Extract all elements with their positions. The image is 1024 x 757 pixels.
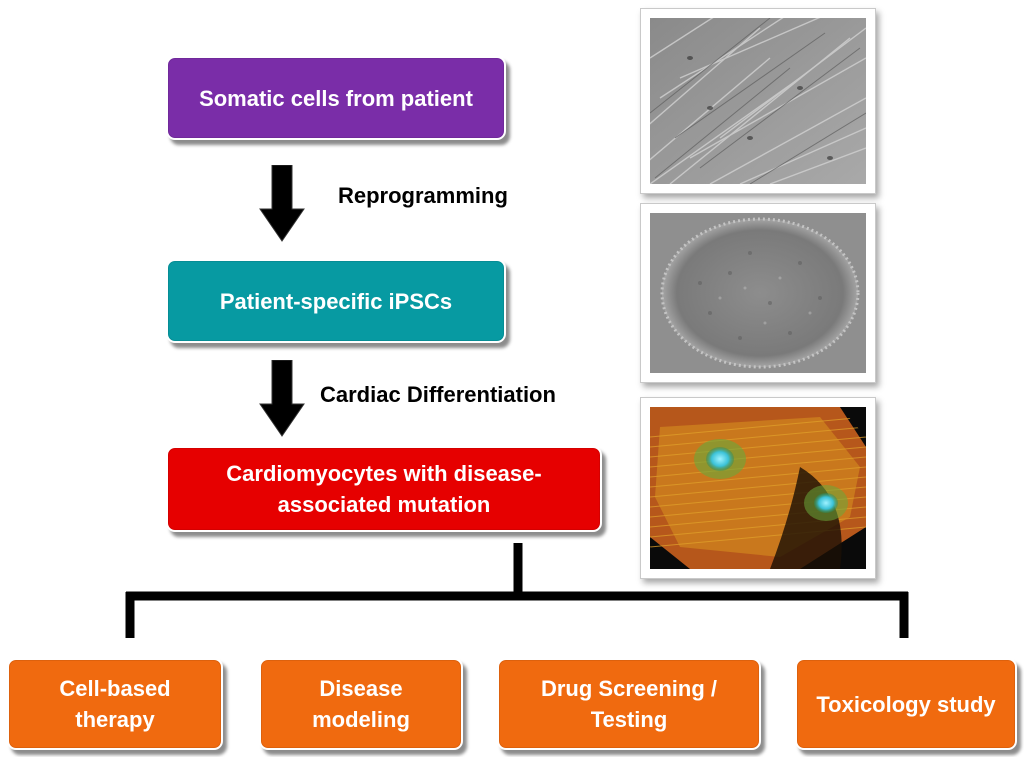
cardiomyocytes-box: Cardiomyocytes with disease- associated …: [166, 446, 602, 532]
ipsc-label: Patient-specific iPSCs: [219, 288, 453, 314]
reprogramming-label: Reprogramming: [338, 183, 508, 208]
application-box-toxicology: Toxicology study: [795, 658, 1017, 750]
application-box-cell-therapy: Cell-based therapy: [7, 658, 223, 750]
application-label: Drug Screening / Testing: [540, 676, 718, 732]
fibroblast-micrograph: [640, 8, 876, 194]
ipsc-box: Patient-specific iPSCs: [166, 259, 506, 343]
application-label: Cell-based therapy: [59, 676, 171, 732]
application-box-disease-modeling: Disease modeling: [259, 658, 463, 750]
application-label: Toxicology study: [816, 691, 996, 717]
somatic-cells-label: Somatic cells from patient: [199, 85, 473, 111]
somatic-cells-box: Somatic cells from patient: [166, 56, 506, 140]
down-arrow-icon: [259, 360, 305, 437]
application-label: Disease modeling: [312, 676, 410, 732]
cardiomyocyte-fluorescence-micrograph: [640, 397, 876, 579]
cardiomyocytes-label: Cardiomyocytes with disease- associated …: [226, 461, 542, 517]
down-arrow-icon: [259, 165, 305, 242]
ipsc-colony-micrograph: [640, 203, 876, 383]
cardiac-differentiation-label: Cardiac Differentiation: [320, 382, 556, 407]
application-box-drug-screening: Drug Screening / Testing: [497, 658, 761, 750]
